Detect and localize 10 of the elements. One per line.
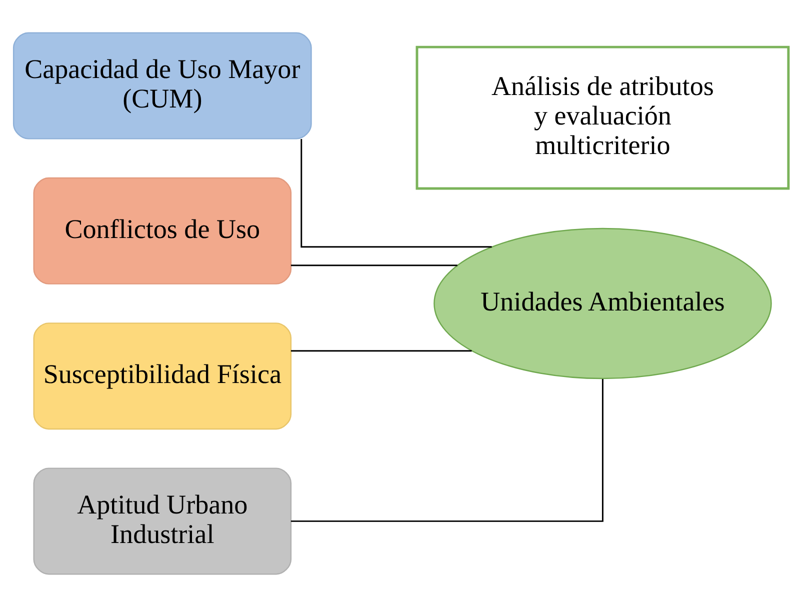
connector (290, 379, 604, 522)
node-box: Conflictos de Uso (33, 177, 292, 284)
node-box: Capacidad de Uso Mayor (CUM) (12, 32, 312, 140)
node-box: Susceptibilidad Física (33, 322, 292, 430)
connector (300, 139, 492, 248)
node-box: Aptitud Urbano Industrial (33, 468, 292, 575)
connector (290, 264, 458, 266)
node-box: Análisis de atributos y evaluación multicriterio (416, 46, 790, 190)
node-ellipse: Unidades Ambientales (434, 228, 772, 380)
connector (290, 350, 472, 352)
